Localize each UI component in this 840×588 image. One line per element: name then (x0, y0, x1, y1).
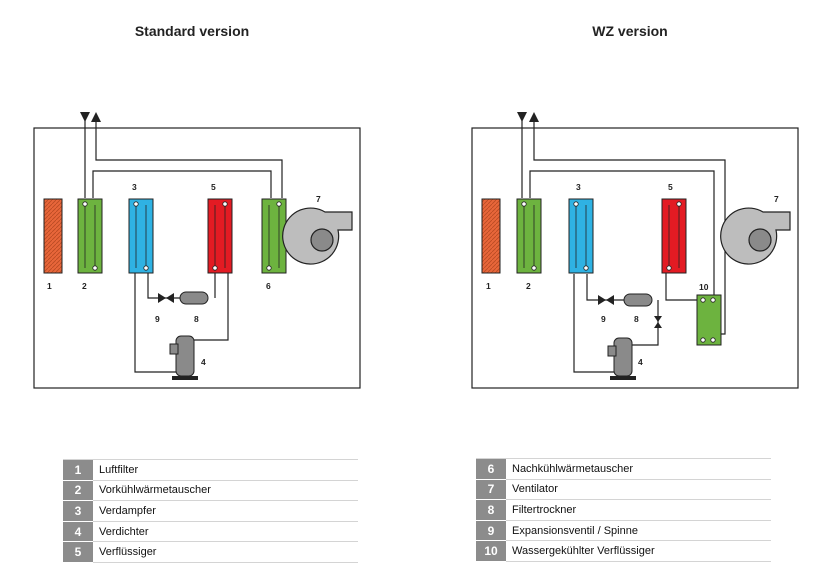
legend-label: Verflüssiger (93, 541, 358, 563)
legend-number: 6 (476, 458, 506, 480)
wz-condenser (661, 198, 687, 274)
wz-label-4: 4 (638, 357, 643, 367)
legend-label: Ventilator (506, 479, 771, 501)
label-9: 9 (155, 314, 160, 324)
standard-enclosure (33, 127, 361, 389)
label-4: 4 (201, 357, 206, 367)
filter-drier-icon (179, 291, 209, 305)
wz-enclosure (471, 127, 799, 389)
label-8: 8 (194, 314, 199, 324)
label-1: 1 (47, 281, 52, 291)
wz-compressor-icon (607, 337, 636, 380)
wz-label-7: 7 (774, 194, 779, 204)
wz-label-2: 2 (526, 281, 531, 291)
wz-label-10: 10 (699, 282, 709, 292)
legend-number: 5 (63, 541, 93, 563)
wz-version-title: WZ version (592, 23, 667, 39)
evaporator (128, 198, 154, 274)
label-6: 6 (266, 281, 271, 291)
wz-filter-drier-icon (623, 293, 653, 307)
label-3: 3 (132, 182, 137, 192)
wz-inlet-arrow-icon (517, 112, 527, 122)
compressor-icon (169, 335, 198, 380)
wz-air-filter (481, 198, 501, 274)
expansion-valve-icon (158, 293, 174, 303)
label-7: 7 (316, 194, 321, 204)
legend-number: 1 (63, 459, 93, 481)
standard-coil-tubes (82, 201, 282, 271)
wz-coil-tubes (521, 201, 716, 343)
legend-label: Verdichter (93, 521, 358, 543)
legend-number: 4 (63, 521, 93, 543)
air-filter (43, 198, 63, 274)
standard-version-title: Standard version (135, 23, 249, 39)
fan-icon (282, 207, 353, 265)
legend-number: 8 (476, 499, 506, 521)
legend-number: 2 (63, 480, 93, 502)
wz-fan-icon (720, 207, 791, 265)
legend-number: 9 (476, 520, 506, 542)
legend-label: Luftfilter (93, 459, 358, 481)
wz-label-5: 5 (668, 182, 673, 192)
label-2: 2 (82, 281, 87, 291)
wz-diagram: 1 2 3 5 7 9 8 4 10 (471, 112, 799, 389)
wz-external-lines (521, 112, 726, 335)
condenser (207, 198, 233, 274)
standard-air-lines (84, 112, 283, 198)
legend-number: 3 (63, 500, 93, 522)
wz-label-1: 1 (486, 281, 491, 291)
wz-label-9: 9 (601, 314, 606, 324)
precooler-heat-exchanger (77, 198, 103, 274)
legend-label: Wassergekühlter Verflüssiger (506, 540, 771, 562)
legend-label: Expansionsventil / Spinne (506, 520, 771, 542)
label-5: 5 (211, 182, 216, 192)
inlet-arrow-icon (80, 112, 90, 122)
check-valve-icon (654, 316, 662, 328)
standard-diagram: 1 2 3 5 6 7 9 8 4 (33, 112, 361, 389)
legend-label: Nachkühlwärmetauscher (506, 458, 771, 480)
legend-number: 10 (476, 540, 506, 562)
legend-label: Vorkühlwärmetauscher (93, 480, 358, 502)
wz-expansion-valve-icon (598, 295, 614, 305)
wz-label-3: 3 (576, 182, 581, 192)
legend-label: Filtertrockner (506, 499, 771, 521)
legend-label: Verdampfer (93, 500, 358, 522)
outlet-arrow-icon (91, 112, 101, 122)
wz-evaporator (568, 198, 594, 274)
wz-outlet-arrow-icon (529, 112, 539, 122)
wz-label-8: 8 (634, 314, 639, 324)
legend-number: 7 (476, 479, 506, 501)
wz-precooler-heat-exchanger (516, 198, 542, 274)
water-cooled-condenser (696, 294, 722, 346)
